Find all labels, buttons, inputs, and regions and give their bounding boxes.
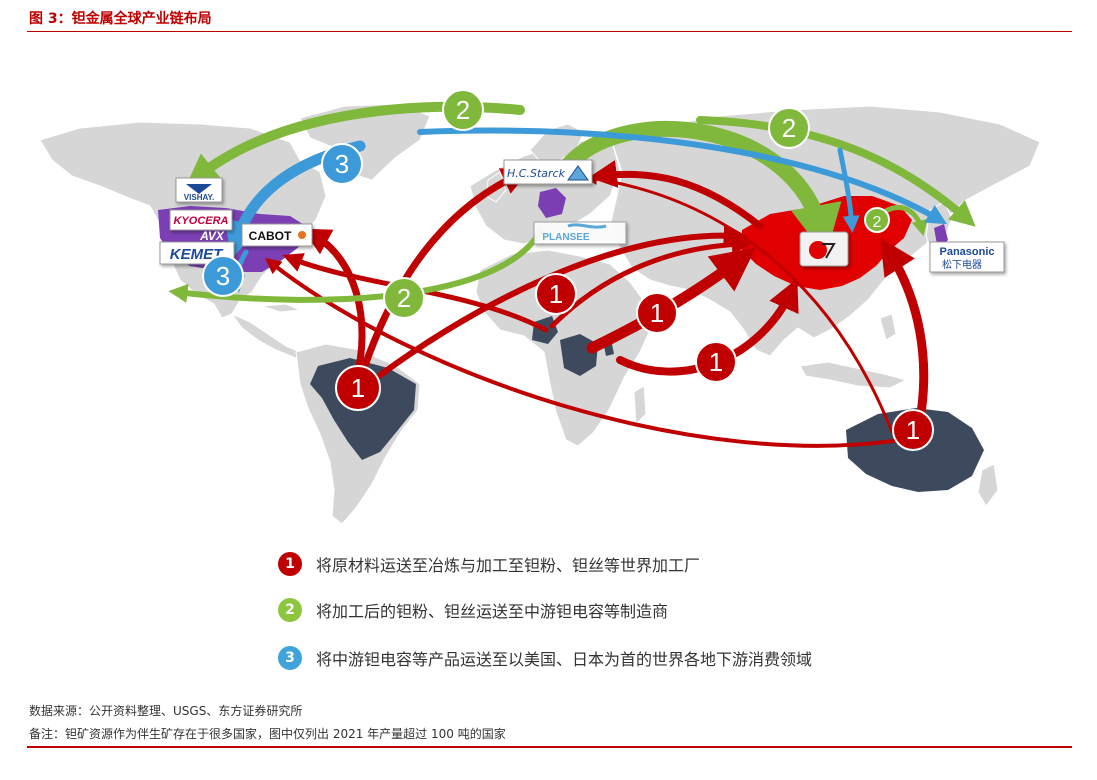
badge-finished-bottom: 3 xyxy=(202,255,244,297)
madagascar-landmass xyxy=(633,385,647,426)
route-germany-to-china xyxy=(558,121,842,257)
source-note: 数据来源：公开资料整理、USGS、东方证券研究所 xyxy=(29,704,303,718)
route-china-to-germany xyxy=(588,160,764,230)
badge-processed-china-label: 2 xyxy=(873,214,882,231)
badge-raw-australia-label: 1 xyxy=(906,415,920,445)
company-cabot: CABOT xyxy=(241,223,313,247)
route-nigeria-to-china xyxy=(549,234,752,329)
badge-raw-nigeria-label: 1 xyxy=(549,279,563,309)
company-panasonic: Panasonic 松下电器 xyxy=(929,241,1005,273)
bottom-divider xyxy=(27,746,1072,748)
badge-processed-right-label: 2 xyxy=(782,113,796,143)
badge-processed-left-label: 2 xyxy=(397,283,411,313)
badge-raw-australia: 1 xyxy=(892,409,934,451)
plansee-wave-icon xyxy=(567,223,607,229)
world-map: VISHAY. KYOCERA AVX KEMET CABOT H.C.Star… xyxy=(39,89,1041,525)
route-australia-to-usa xyxy=(264,258,902,448)
company-avx: AVX xyxy=(199,229,225,243)
panasonic-label: Panasonic xyxy=(939,246,994,258)
route-china-blue xyxy=(837,147,860,233)
legend-item-finished: 3 将中游钽电容等产品运送至以美国、日本为首的世界各地下游消费领域 xyxy=(278,646,812,670)
badge-processed-top: 2 xyxy=(442,89,484,131)
legend-text-finished: 将中游钽电容等产品运送至以美国、日本为首的世界各地下游消费领域 xyxy=(316,650,813,669)
plansee-label: PLANSEE xyxy=(542,232,590,243)
legend-text-raw: 将原材料运送至冶炼与加工至钽粉、钽丝等世界加工厂 xyxy=(316,556,701,575)
central-america-landmass xyxy=(230,312,301,359)
badge-raw-nigeria: 1 xyxy=(535,273,577,315)
china-plant-badge xyxy=(799,231,849,267)
germany-region xyxy=(538,188,566,218)
legend-badge-processed: 2 xyxy=(278,598,302,622)
route-badges: 2 2 2 2 3 3 1 1 xyxy=(202,89,934,451)
hc-starck-triangle-icon xyxy=(567,165,589,181)
legend-item-raw: 1 将原材料运送至冶炼与加工至钽粉、钽丝等世界加工厂 xyxy=(278,552,700,576)
badge-processed-right: 2 xyxy=(768,107,810,149)
route-germany-to-japan xyxy=(696,116,976,227)
company-kyocera: KYOCERA xyxy=(169,209,233,231)
panasonic-cn-label: 松下电器 xyxy=(942,258,982,271)
route-china-to-japan xyxy=(881,205,928,237)
cabot-label: CABOT xyxy=(249,229,292,243)
processed-material-routes xyxy=(168,101,976,303)
badge-processed-left: 2 xyxy=(383,277,425,319)
indonesia-islands xyxy=(799,361,908,389)
cabot-flame-icon xyxy=(298,231,306,239)
vishay-label: VISHAY. xyxy=(184,193,214,202)
route-australia-to-germany xyxy=(585,173,894,434)
philippines-islands xyxy=(879,313,897,341)
route-brazil-to-germany xyxy=(356,168,531,384)
legend-badge-finished: 3 xyxy=(278,646,302,670)
badge-raw-rwanda: 1 xyxy=(695,341,737,383)
badge-raw-congo: 1 xyxy=(636,292,678,334)
badge-raw-brazil: 1 xyxy=(335,365,381,411)
route-australia-to-china xyxy=(880,237,929,425)
legend-text-processed: 将加工后的钽粉、钽丝运送至中游钽电容等制造商 xyxy=(316,602,669,621)
badge-finished-top: 3 xyxy=(321,143,363,185)
company-hc-starck: H.C.Starck xyxy=(503,159,593,185)
remark-note: 备注：钽矿资源作为伴生矿存在于很多国家，图中仅列出 2021 年产量超过 100… xyxy=(29,727,506,741)
legend-badge-raw: 1 xyxy=(278,552,302,576)
route-to-japan-blue xyxy=(417,127,948,225)
kyocera-label: KYOCERA xyxy=(173,215,228,227)
caribbean-islands xyxy=(261,303,301,313)
new-zealand-landmass xyxy=(977,463,999,507)
badge-processed-china: 2 xyxy=(864,207,890,233)
mining-regions xyxy=(310,316,984,492)
top-divider xyxy=(27,31,1072,32)
badge-finished-bottom-label: 3 xyxy=(216,261,230,291)
badge-raw-rwanda-label: 1 xyxy=(709,347,723,377)
badge-raw-congo-label: 1 xyxy=(650,298,664,328)
badge-processed-top-label: 2 xyxy=(456,95,470,125)
route-brazil-to-usa xyxy=(302,228,366,384)
vishay-logo-triangle-icon xyxy=(186,184,212,194)
hc-starck-label: H.C.Starck xyxy=(507,167,566,180)
badge-finished-top-label: 3 xyxy=(335,149,349,179)
company-plansee: PLANSEE xyxy=(533,221,627,245)
legend-item-processed: 2 将加工后的钽粉、钽丝运送至中游钽电容等制造商 xyxy=(278,598,668,622)
company-vishay: VISHAY. xyxy=(175,177,223,203)
kemet-label: KEMET xyxy=(170,246,224,263)
badge-raw-brazil-label: 1 xyxy=(351,373,365,403)
figure-title: 图 3：钽金属全球产业链布局 xyxy=(29,11,212,27)
avx-label: AVX xyxy=(199,229,225,243)
